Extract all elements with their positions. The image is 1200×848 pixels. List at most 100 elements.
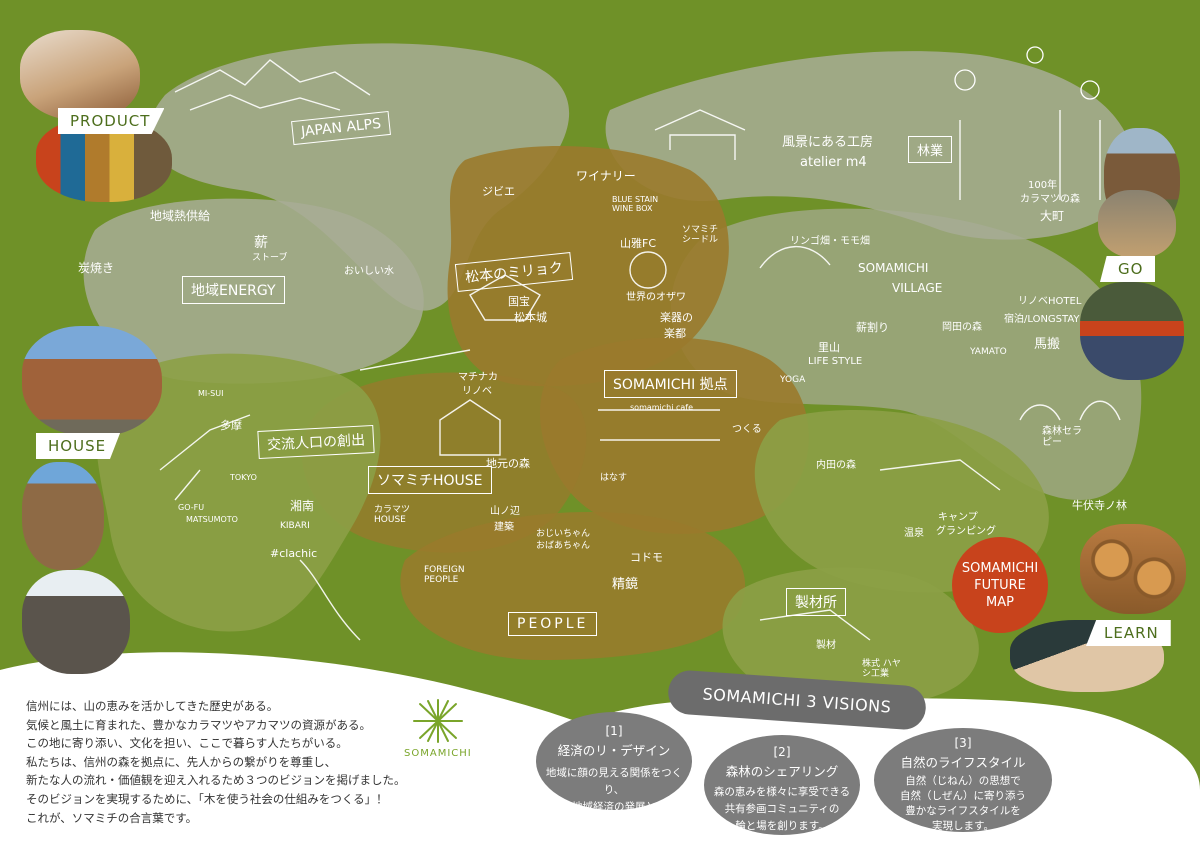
intro-panel [0,652,645,848]
karamatsu-forest-label: カラマツの森 [1020,194,1080,205]
kyoten-region [539,337,809,534]
people-label: PEOPLE [508,612,598,636]
ojiichan-label: おじいちゃん [536,529,591,539]
house-tag[interactable]: HOUSE [36,433,121,459]
jimoto-mori-label: 地元の森 [486,457,530,470]
gyufuji-label: 牛伏寺ノ林 [1072,499,1127,512]
house-photo-1 [22,326,162,436]
intro-line: そのビジョンを実現するために、「木を使う社会の仕組みをつくる」！ [26,791,388,806]
cafe-label: somamichi cafe [630,403,694,412]
future-map-badge: SOMAMICHI FUTURE MAP [952,537,1048,633]
go-tag[interactable]: GO [1100,256,1156,282]
machinaka-label: マチナカ [458,372,498,383]
hanasu-label: はなす [600,473,628,483]
gofu-label: GO-FU [178,503,205,512]
makiwari-label: 薪割り [856,321,889,334]
kokuho-label: 国宝 [508,295,530,308]
vision-title: 経済のリ・デザイン [557,743,671,758]
chair-photo [20,30,140,120]
karuizawa-label: MI-SUI [198,389,224,398]
atelier-region [605,51,1134,240]
vision-body-line: 地域に顔の見える関係をつくり、 [545,767,683,796]
apple-momo-label: リンゴ畑・モモ畑 [790,236,870,247]
okada-mori-label: 岡田の森 [942,322,982,333]
intro-line: 新たな人の流れ・価値観を迎え入れるため３つのビジョンを掲げました。 [26,773,406,788]
maki-label: 薪 [254,235,268,251]
bahan-label: 馬搬 [1034,337,1061,352]
house-photo-3 [22,570,130,674]
intro-text: 信州には、山の恵みを活かしてきた歴史がある。 気候と風土に育まれた、豊かなカラマ… [26,697,406,827]
vision-number: [1] [605,724,623,738]
vision-1: [1] 経済のリ・デザイン 地域に顔の見える関係をつくり、 地域経済の発展と 自… [536,712,692,830]
energy-region [83,198,424,384]
ongaku-label: 楽器の [660,311,693,324]
stove-label: ストーブ [252,253,288,263]
hayashi-label: 株式 ハヤシ工業 [862,659,901,679]
gakkitoshi-label: 楽都 [664,327,686,340]
vision-title: 森林のシェアリング [725,764,839,779]
miya-label: 製材 [816,640,836,651]
vision-number: [3] [954,736,972,750]
vision-body-line: 輪と場を創ります。 [735,820,829,832]
vision-2: [2] 森林のシェアリング 森の恵みを様々に享受できる 共有参画コミュニティの … [704,735,860,835]
somamichi-village-label: SOMAMICHI [858,261,929,275]
vision-body-line: 地域経済の発展と [572,801,656,813]
learn-tag[interactable]: LEARN [1086,620,1171,646]
leaf-burst-icon [412,699,463,743]
vision-title: 自然のライフスタイル [900,755,1026,770]
winery-label: ワイナリー [576,169,636,183]
renovation-label: リノベ [462,386,492,397]
oishii-mizu-label: おいしい水 [344,266,394,277]
kodomo-label: コドモ [630,551,663,564]
shinrin-therapy-label: 森林セラピー [1042,426,1082,448]
house-photo-2 [22,462,104,570]
village-label: VILLAGE [892,281,943,295]
intro-line: 私たちは、信州の森を拠点に、先人からの繋がりを尊重し、 [26,754,337,769]
village-region [671,208,1142,501]
obaachan-label: おばあちゃん [536,541,591,551]
vision-body-line: 実現します。 [932,820,994,832]
vision-body-line: 森の恵みを様々に享受できる [713,786,851,798]
foreign-people-label: FOREIGN PEOPLE [424,565,465,585]
life-style-label: LIFE STYLE [808,356,863,367]
vision-number: [2] [773,745,791,759]
vision-body-line: 自立をカタチにします。 [556,818,672,830]
vision-3: [3] 自然のライフスタイル 自然（じねん）の思想で 自然（しぜん）に寄り添う … [874,728,1052,832]
intro-line: これが、ソマミチの合言葉です。 [26,810,198,825]
sumiyaki-label: 炭焼き [78,261,115,275]
people-region [400,512,746,660]
product-tag[interactable]: PRODUCT [58,108,165,134]
intro-line: この地に寄り添い、文化を担い、ここで暮らす人たちがいる。 [26,736,348,751]
shonan-label: 湘南 [290,499,315,513]
uchida-mori-label: 内田の森 [816,460,856,471]
yamato-label: YAMATO [970,347,1007,357]
jibie-label: ジビエ [482,185,515,198]
tsukuru-label: つくる [732,424,762,435]
ringyo-label: 林業 [908,136,953,163]
kouryu-region [96,353,381,632]
log-photo [1098,190,1176,258]
sanwa-label: 山ノ辺 [490,506,520,517]
somamichi-kyoten-label: SOMAMICHI 拠点 [604,370,737,398]
clachic-label: #clachic [270,547,318,560]
hundred-year-label: 100年 [1028,180,1058,191]
somamichi-house-label: ソマミチHOUSE [368,466,492,494]
intro-line: 気候と風土に育まれた、豊かなカラマツやアカマツの資源がある。 [26,717,371,732]
matsumoto-region [447,146,729,387]
vision-body-line: 共有参画コミュニティの [724,803,840,815]
yoga-label: YOGA [780,375,806,385]
sekai-ozawa-label: 世界のオザワ [626,292,686,303]
matsumotojo-label: 松本城 [514,311,547,324]
yamaga-fc-label: 山雅FC [620,237,657,250]
hotel-label: リノベHOTEL [1018,296,1082,307]
atelier-label: atelier m4 [800,155,867,170]
onsen-label: 温泉 [904,528,924,539]
fuukei-label: 風景にある工房 [782,135,874,150]
kenchiku-label: 建築 [494,522,514,533]
matsumoto-city-label: MATSUMOTO [186,515,238,524]
seizaisho-label: 製材所 [786,588,846,616]
glamping-label: グランピング [936,526,996,537]
future-map-line2: FUTURE [974,577,1026,593]
future-map-line3: MAP [986,594,1014,610]
